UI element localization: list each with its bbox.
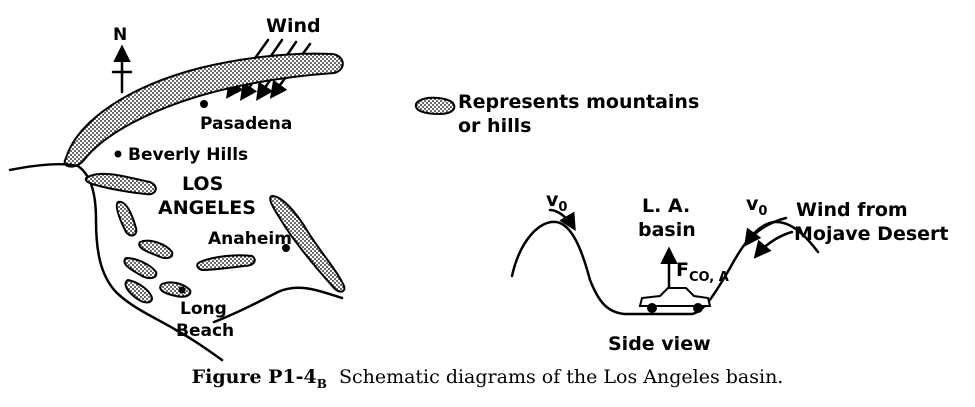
basin-label-line-1: L. A. — [642, 195, 690, 217]
beverly-hills-dot — [114, 150, 122, 158]
side-view-panel: v0 v0 L. A. basin FCO, A Wind from Mojav… — [510, 189, 949, 355]
legend-swatch-icon — [414, 96, 456, 116]
hill-central — [196, 254, 256, 272]
beverly-hills-label: Beverly Hills — [128, 145, 248, 165]
force-label: FCO, A — [676, 259, 729, 285]
basin-label-line-2: basin — [638, 219, 696, 241]
car-icon — [638, 287, 712, 313]
long-beach-dot — [178, 286, 186, 294]
v0-right-label: v0 — [746, 193, 767, 219]
v0-left-label: v0 — [546, 189, 567, 215]
wind-label: Wind — [266, 15, 321, 37]
side-view-title: Side view — [608, 333, 711, 355]
long-label: Long — [180, 299, 227, 319]
inland-boundary — [212, 286, 344, 324]
figure-id: Figure P1-4B — [191, 366, 327, 391]
legend: Represents mountains or hills — [414, 91, 699, 137]
anaheim-label: Anaheim — [208, 229, 292, 249]
north-label: N — [113, 25, 127, 45]
legend-line-2: or hills — [458, 115, 531, 137]
angeles-label: ANGELES — [158, 197, 256, 219]
figure-caption: Figure P1-4B Schematic diagrams of the Lo… — [0, 366, 975, 391]
v0-right-arrow-icon-2 — [753, 230, 794, 259]
hill-long-beach — [159, 281, 192, 298]
hill-west-3 — [123, 256, 158, 280]
legend-line-1: Represents mountains — [458, 91, 699, 113]
anaheim-dot — [282, 244, 290, 252]
coastline — [8, 162, 224, 362]
hill-beverly — [84, 172, 157, 196]
v0-left-arrow-icon — [548, 208, 576, 232]
pasadena-label: Pasadena — [200, 114, 292, 134]
beach-label: Beach — [176, 321, 234, 341]
v0-right-arrow-icon-1 — [743, 216, 788, 247]
caption-text: Schematic diagrams of the Los Angeles ba… — [338, 366, 784, 388]
pasadena-dot — [200, 100, 208, 108]
north-arrow-icon — [111, 44, 133, 94]
mountain-range-north — [63, 52, 344, 168]
mojave-wind-line-2: Mojave Desert — [794, 223, 949, 245]
los-label: LOS — [182, 173, 223, 195]
hill-east-range — [269, 194, 346, 293]
map-panel: N Wind Pasadena Beverly Hills — [8, 15, 346, 362]
mojave-wind-line-1: Wind from — [796, 199, 908, 221]
hill-west-4 — [124, 278, 154, 304]
hill-west-2 — [138, 239, 174, 260]
hill-west-1 — [115, 200, 138, 237]
